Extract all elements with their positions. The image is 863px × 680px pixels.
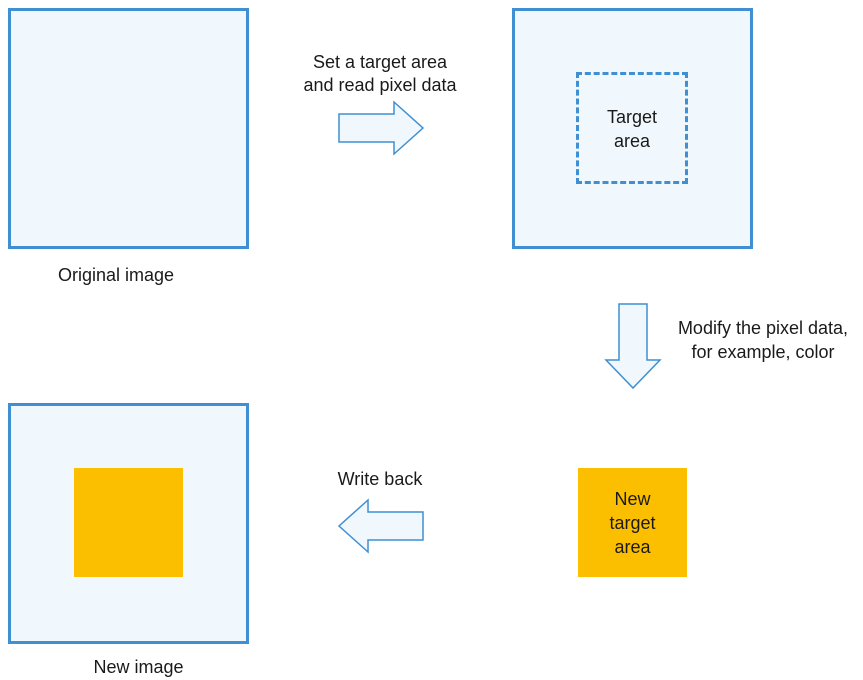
original-image-box bbox=[8, 8, 249, 249]
right-arrow-icon bbox=[338, 100, 425, 156]
read-step-text-line1: Set a target area bbox=[312, 52, 448, 72]
write-back-text: Write back bbox=[337, 469, 423, 489]
modify-step-text-line2: for example, color bbox=[691, 342, 835, 362]
new-target-area bbox=[578, 468, 687, 577]
target-area-line2: area bbox=[613, 131, 651, 151]
new-target-line2: target bbox=[609, 513, 656, 533]
new-target-line1: New bbox=[614, 489, 651, 509]
new-image-target-area bbox=[74, 468, 183, 577]
original-image-caption: Original image bbox=[57, 265, 175, 285]
target-image-box bbox=[512, 8, 753, 249]
read-step-text-line2: and read pixel data bbox=[303, 75, 457, 95]
target-area-line1: Target bbox=[606, 107, 658, 127]
new-image-caption: New image bbox=[93, 657, 184, 677]
new-target-line3: area bbox=[614, 537, 651, 557]
modify-step-text-line1: Modify the pixel data, bbox=[677, 318, 849, 338]
target-area-outline bbox=[576, 72, 688, 184]
down-arrow-icon bbox=[604, 303, 662, 390]
left-arrow-icon bbox=[337, 498, 424, 554]
